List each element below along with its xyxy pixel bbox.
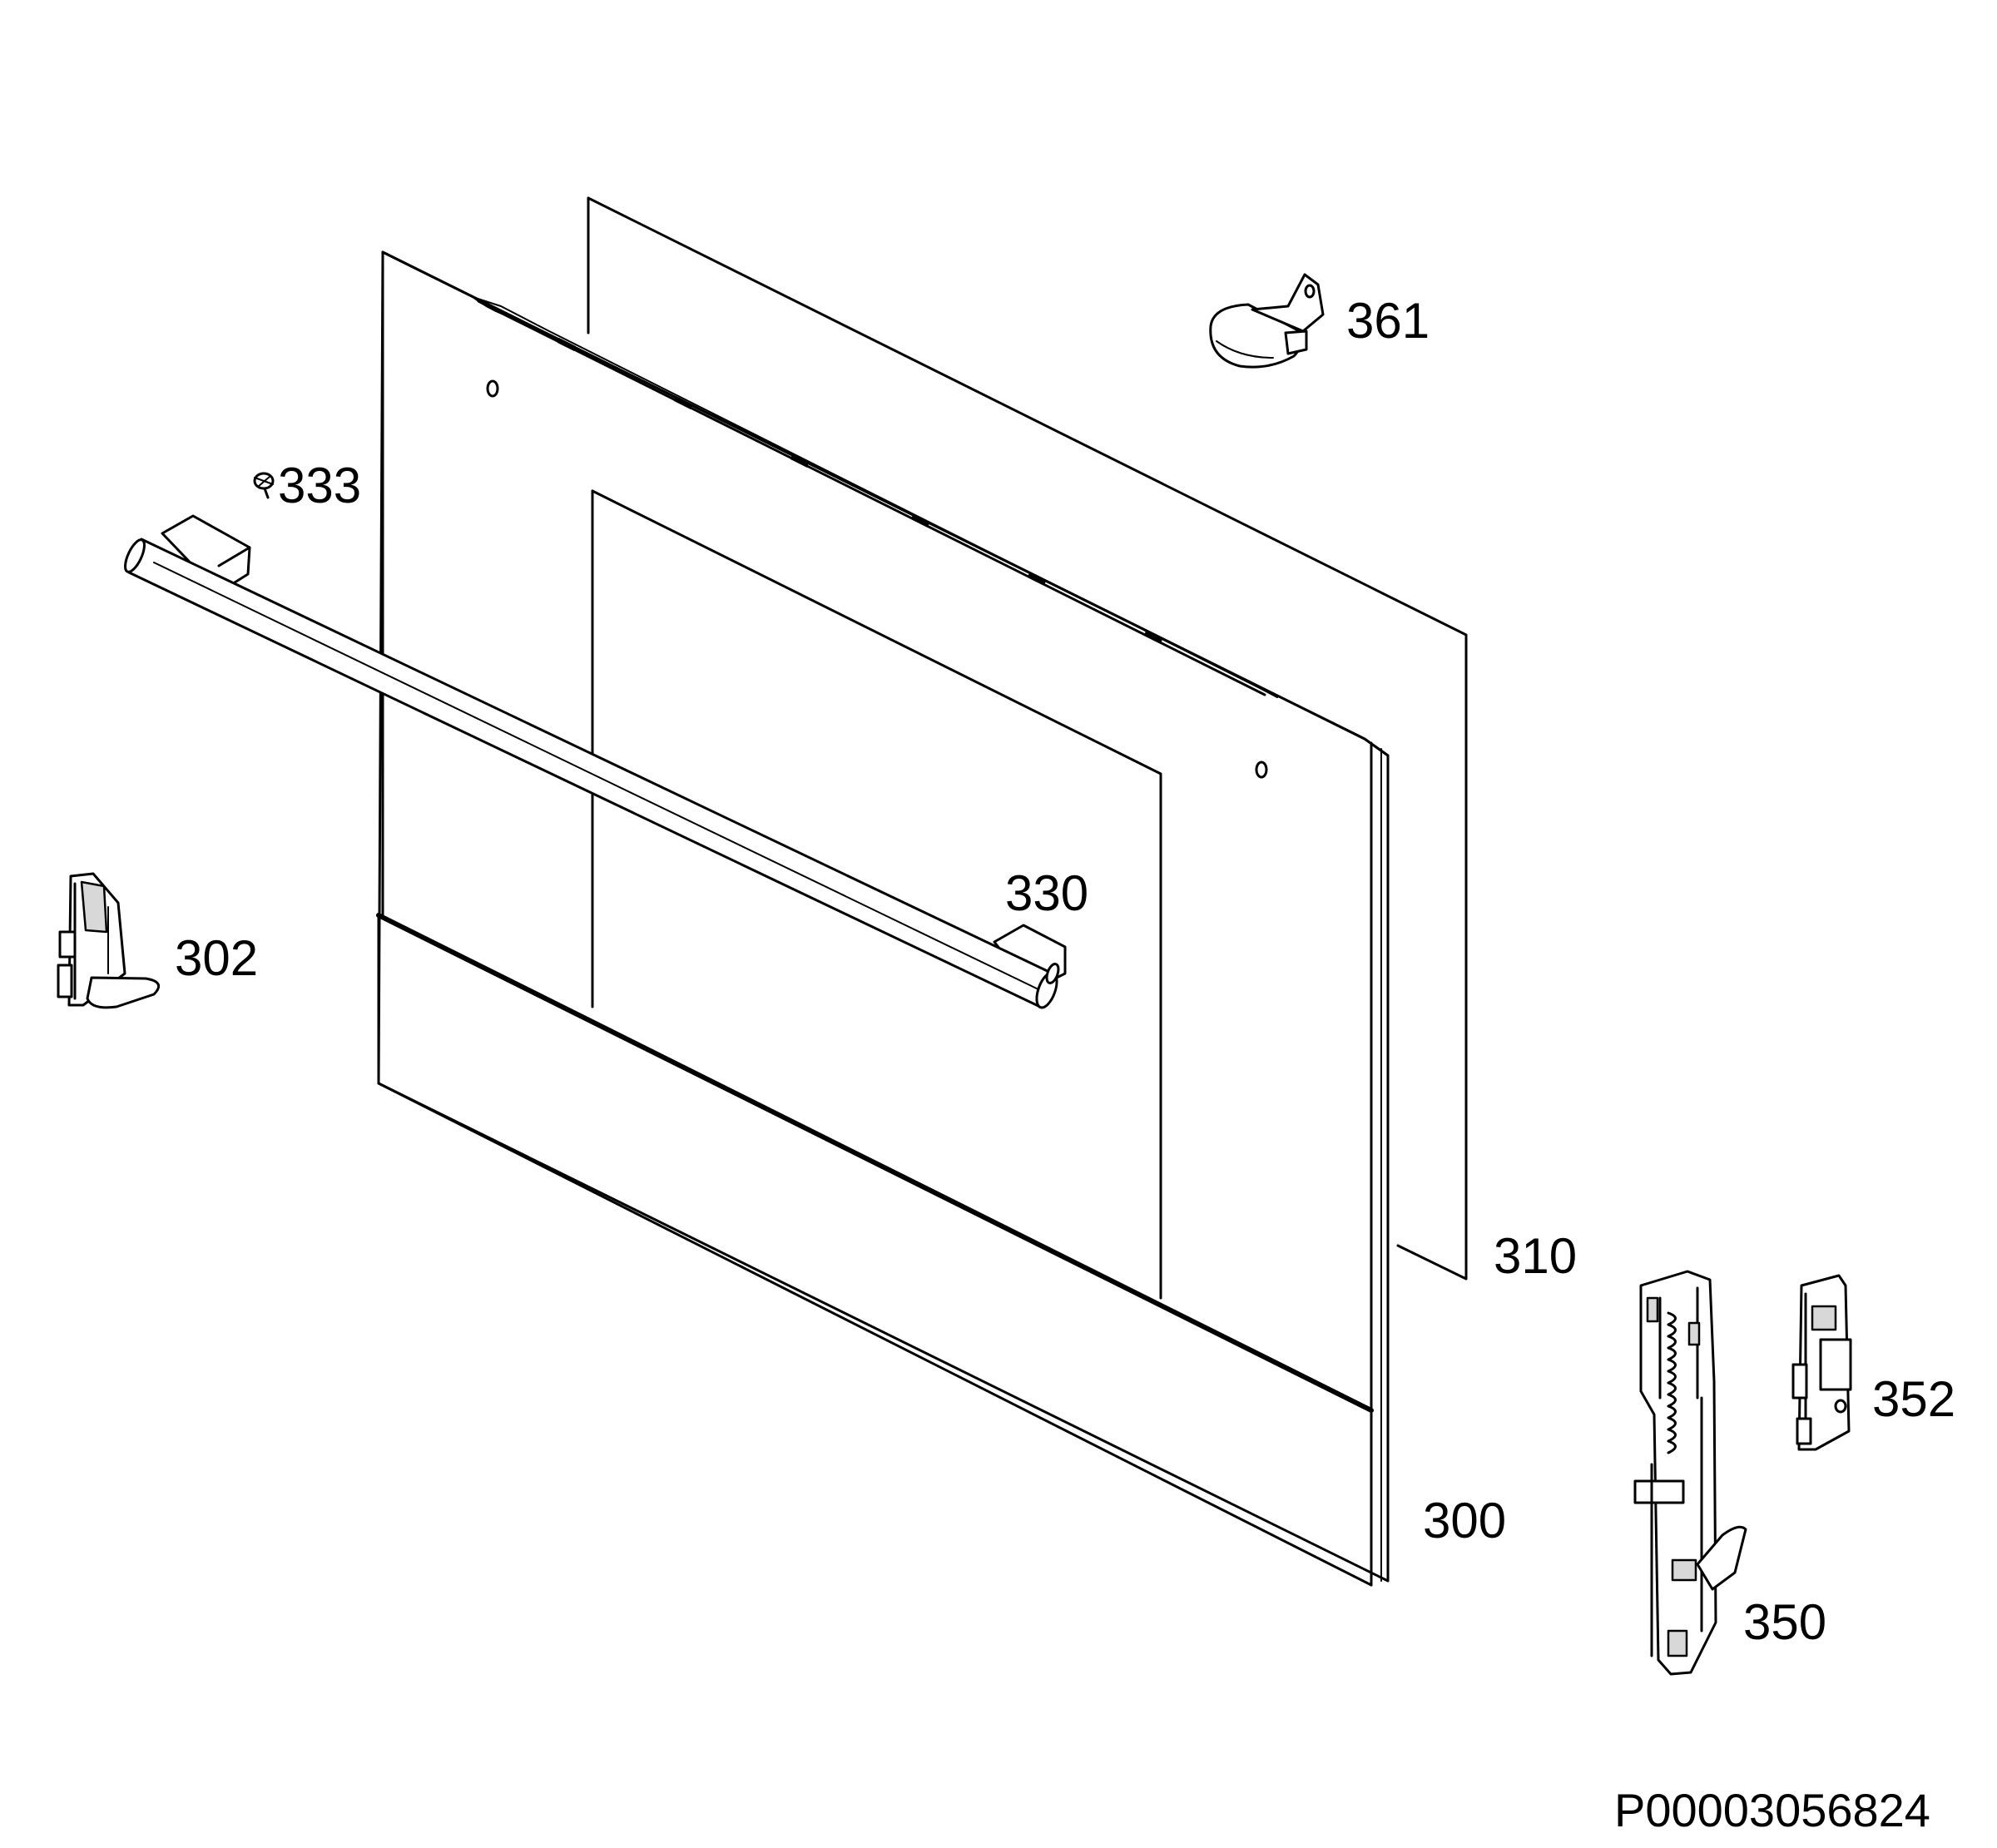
part-label-361: 361 xyxy=(1346,293,1430,349)
part-label-300: 300 xyxy=(1423,1493,1507,1548)
part-350-hinge xyxy=(1633,1270,1747,1676)
part-label-352: 352 xyxy=(1872,1371,1956,1427)
part-310-rear-glass xyxy=(587,196,1468,1281)
drawing-id: P00003056824 xyxy=(1614,1784,1930,1836)
part-330-door-handle xyxy=(124,514,1067,1009)
part-333-screw xyxy=(253,472,275,499)
part-label-333: 333 xyxy=(278,458,362,513)
part-361-clip xyxy=(1209,273,1325,369)
part-352-hinge-bracket xyxy=(1791,1274,1852,1451)
part-302-hinge-receiver xyxy=(57,872,161,1009)
part-label-310: 310 xyxy=(1494,1228,1578,1284)
part-label-330: 330 xyxy=(1005,865,1089,921)
part-label-350: 350 xyxy=(1743,1594,1827,1650)
part-label-302: 302 xyxy=(175,930,259,986)
